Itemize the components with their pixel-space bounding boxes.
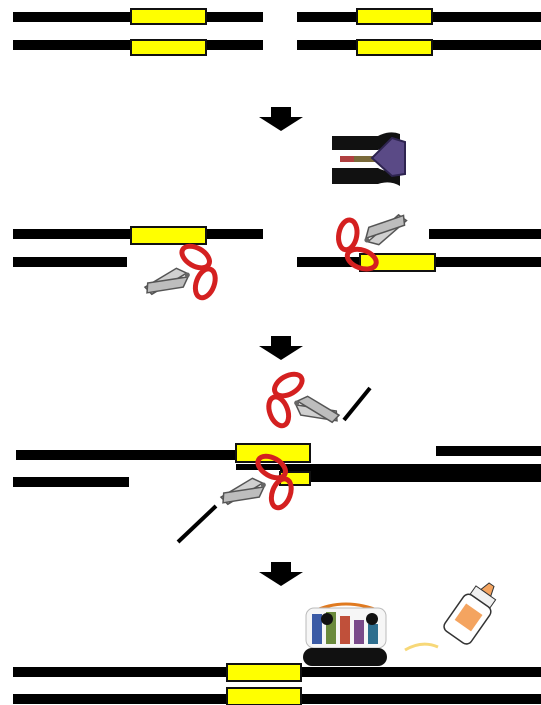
down-arrow-3 xyxy=(259,562,303,586)
down-arrow-2 xyxy=(259,336,303,360)
ligase-icon xyxy=(303,602,387,666)
glue-bottle-icon xyxy=(404,582,497,652)
down-arrow-1 xyxy=(259,107,303,131)
scissors-icon xyxy=(257,363,348,447)
dna-pair-cut-right xyxy=(297,229,541,272)
dna-pair-cut-left xyxy=(13,226,263,267)
dna-strand-exchange xyxy=(13,386,541,544)
dna-strand-pair-left xyxy=(13,8,263,56)
scissors-icon xyxy=(135,235,226,319)
dna-polymerase-icon xyxy=(332,132,406,186)
dna-pair-joined xyxy=(13,663,541,705)
dna-strand-pair-right xyxy=(297,8,541,56)
